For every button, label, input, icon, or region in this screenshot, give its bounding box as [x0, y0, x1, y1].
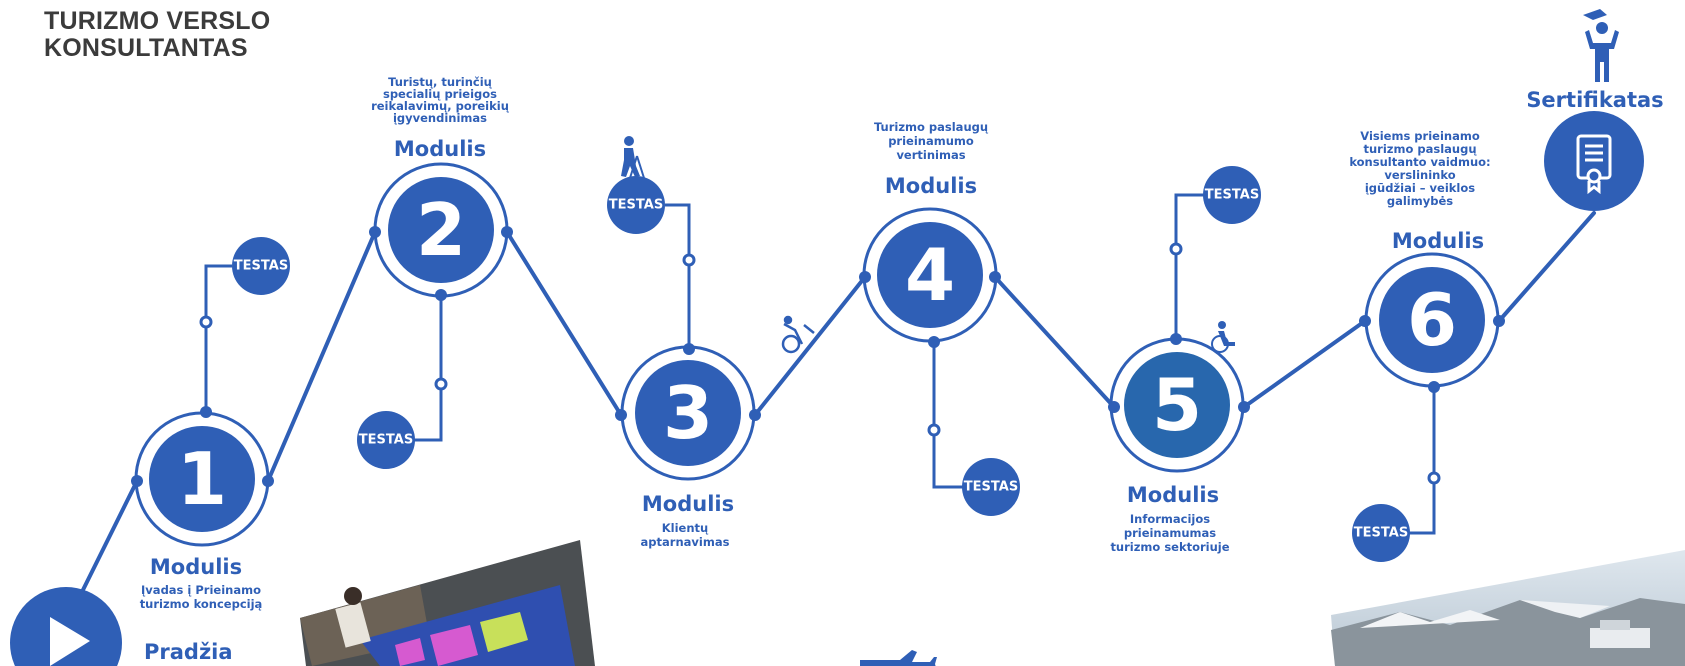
module-6-desc-line: įgūdžiai – veiklos [1365, 181, 1475, 195]
branch-small-nodes [199, 242, 1441, 485]
path-segment [76, 479, 139, 602]
module-6-heading: Modulis [1392, 229, 1484, 253]
module-4-desc-line: prieinamumo [888, 134, 974, 148]
module-5-desc-line: prieinamumas [1124, 526, 1216, 540]
test-label: TESTAS [609, 198, 663, 213]
module-5-desc-line: turizmo sektoriuje [1110, 540, 1229, 554]
module-2-desc-line: Turistų, turinčių [388, 75, 493, 89]
elderly-walker-icon [621, 136, 645, 179]
module-6[interactable]: 6 [1364, 252, 1500, 388]
module-1-heading: Modulis [150, 555, 242, 579]
certificate-label: Sertifikatas [1526, 88, 1663, 112]
wheelchair-icon [781, 315, 815, 354]
module-5-number: 5 [1152, 363, 1202, 447]
test-button-1[interactable]: TESTAS [232, 237, 290, 295]
start-button[interactable] [10, 587, 122, 666]
test-branches [204, 193, 1436, 535]
test-label: TESTAS [359, 433, 413, 448]
certificate-icon [1576, 134, 1612, 195]
module-6-desc-line: verslininko [1384, 168, 1455, 182]
path-segment [266, 230, 377, 483]
module-3-number: 3 [663, 371, 713, 455]
path-node-dots [131, 226, 1505, 487]
module-4-number: 4 [905, 233, 955, 317]
module-6-desc-line: konsultanto vaidmuo: [1349, 155, 1490, 169]
module-texts: Modulis Įvadas į Prieinamo turizmo konce… [140, 75, 1491, 611]
module-4-desc-line: vertinimas [896, 148, 965, 162]
test-button-2[interactable]: TESTAS [357, 411, 415, 469]
module-3-desc-line: Klientų [662, 521, 709, 535]
module-3[interactable]: 3 [620, 345, 756, 481]
path-segment [1242, 319, 1367, 409]
play-icon [50, 617, 90, 666]
path-segment [505, 230, 623, 417]
graduate-person-icon [1583, 9, 1619, 82]
module-2-desc-line: įgyvendinimas [393, 111, 487, 125]
module-6-number: 6 [1407, 278, 1457, 362]
page-title: TURIZMO VERSLO KONSULTANTAS [44, 8, 270, 62]
module-4-heading: Modulis [885, 174, 977, 198]
test-label: TESTAS [1205, 188, 1259, 203]
certificate-badge[interactable] [1544, 111, 1644, 211]
module-4[interactable]: 4 [862, 207, 998, 343]
wheelchair-user-icon [1211, 321, 1235, 353]
test-label: TESTAS [1354, 526, 1408, 541]
tactile-map-photo [300, 540, 595, 666]
path-segment [753, 275, 867, 417]
module-1[interactable]: 1 [134, 411, 270, 547]
module-2-number: 2 [416, 188, 466, 272]
start-label: Pradžia [144, 640, 233, 664]
path-segment [993, 275, 1116, 409]
module-1-number: 1 [177, 437, 227, 521]
test-label: TESTAS [964, 480, 1018, 495]
module-2-heading: Modulis [394, 137, 486, 161]
page-title-line2: KONSULTANTAS [44, 34, 248, 62]
module-4-desc-line: Turizmo paslaugų [874, 120, 989, 134]
mountain-harbor-photo [1331, 550, 1685, 666]
module-1-desc-line: turizmo koncepciją [140, 597, 263, 611]
test-button-6[interactable]: TESTAS [1352, 504, 1410, 562]
module-5[interactable]: 5 [1109, 337, 1245, 473]
module-6-desc-line: galimybės [1387, 194, 1453, 208]
module-6-desc-line: turizmo paslaugų [1363, 142, 1477, 156]
module-5-desc-line: Informacijos [1130, 512, 1210, 526]
module-3-heading: Modulis [642, 492, 734, 516]
test-button-5[interactable]: TESTAS [1203, 166, 1261, 224]
path-segment [1497, 211, 1596, 323]
test-button-4[interactable]: TESTAS [962, 458, 1020, 516]
module-2-desc-line: specialių prieigos [383, 87, 497, 101]
airplane-icon [860, 650, 937, 666]
module-1-desc-line: Įvadas į Prieinamo [141, 583, 261, 597]
test-button-3[interactable]: TESTAS [607, 176, 665, 234]
test-label: TESTAS [234, 259, 288, 274]
module-6-desc-line: Visiems prieinamo [1360, 129, 1480, 143]
module-3-desc-line: aptarnavimas [641, 535, 730, 549]
module-5-heading: Modulis [1127, 483, 1219, 507]
page-title-line1: TURIZMO VERSLO [44, 7, 271, 35]
start-circle [10, 587, 122, 666]
module-2[interactable]: 2 [373, 162, 509, 298]
module-2-desc-line: reikalavimų, poreikių [371, 99, 510, 113]
roadmap-path [76, 211, 1596, 602]
